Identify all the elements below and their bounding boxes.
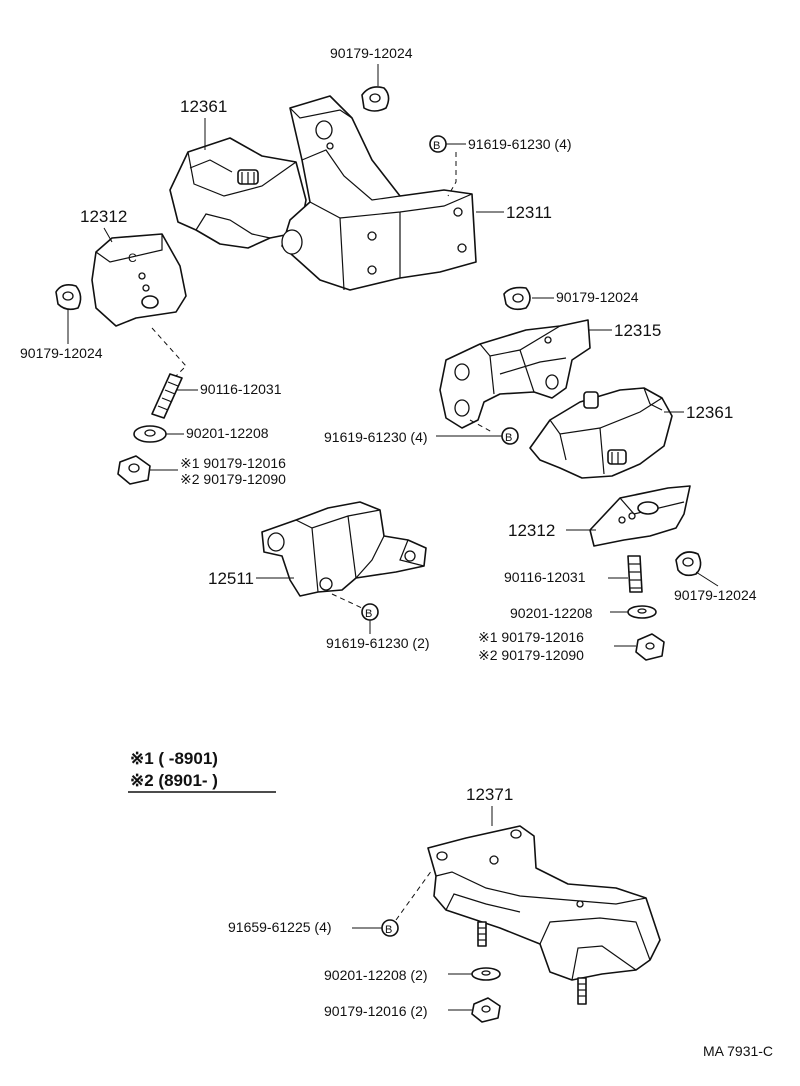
nut-left-lower: [117, 455, 151, 485]
label-90179-12024-mid: 90179-12024: [556, 289, 639, 305]
label-12511: 12511: [208, 569, 254, 588]
label-12371: 12371: [466, 785, 513, 804]
washer-bottom: [471, 967, 501, 981]
mount-12511: [261, 501, 427, 597]
nut-top: [361, 86, 390, 112]
svg-text:B: B: [433, 140, 440, 152]
label-90179-12024-left: 90179-12024: [20, 345, 103, 361]
stud-left: [151, 373, 183, 419]
svg-text:B: B: [505, 432, 512, 444]
label-90201-12208-right: 90201-12208: [510, 605, 593, 621]
label-90179-12016-bottom: 90179-12016 (2): [324, 1003, 428, 1019]
svg-text:C: C: [128, 251, 137, 265]
bolt-marker-low: B: [361, 603, 379, 621]
insulator-12312-left: C: [91, 233, 187, 327]
label-90179-12024-top: 90179-12024: [330, 45, 413, 61]
bolt-marker-mid: B: [501, 427, 519, 445]
label-s2-left: ※2 90179-12090: [180, 471, 286, 487]
bracket-12311: [281, 95, 477, 291]
svg-text:B: B: [365, 608, 372, 620]
nut-bottom: [471, 997, 501, 1023]
bolt-marker-top: B: [429, 135, 447, 153]
label-12361-top: 12361: [180, 97, 227, 116]
legend-line-2: ※2 (8901- ): [130, 771, 218, 790]
label-91659-61225: 91659-61225 (4): [228, 919, 332, 935]
label-90201-12208-bottom: 90201-12208 (2): [324, 967, 428, 983]
label-91619-61230-low: 91619-61230 (2): [326, 635, 430, 651]
label-90201-12208-left: 90201-12208: [186, 425, 269, 441]
nut-right-lower: [635, 633, 665, 661]
svg-text:B: B: [385, 924, 392, 936]
nut-left: [55, 284, 82, 311]
footer-code: MA 7931-C: [703, 1043, 773, 1059]
label-90116-12031-left: 90116-12031: [200, 381, 282, 397]
legend-line-1: ※1 ( -8901): [130, 749, 218, 768]
nut-mid: [503, 286, 531, 311]
nut-right: [675, 551, 702, 577]
crossmember-12371: [427, 825, 661, 1005]
label-s2-right: ※2 90179-12090: [478, 647, 584, 663]
label-12311: 12311: [506, 203, 552, 222]
label-12312-left: 12312: [80, 207, 127, 226]
insulator-12361-right: [529, 387, 673, 479]
label-12312-right: 12312: [508, 521, 555, 540]
label-90179-12024-right: 90179-12024: [674, 587, 757, 603]
bolt-marker-bottom: B: [381, 919, 399, 937]
washer-left: [133, 425, 167, 443]
stud-right: [627, 555, 643, 593]
label-91619-61230-top: 91619-61230 (4): [468, 136, 572, 152]
label-12361-right: 12361: [686, 403, 733, 422]
label-90116-12031-right: 90116-12031: [504, 569, 586, 585]
label-s1-left: ※1 90179-12016: [180, 455, 286, 471]
legend: ※1 ( -8901) ※2 (8901- ): [128, 749, 276, 793]
insulator-12361-top: [169, 137, 307, 249]
insulator-12312-right: [589, 485, 691, 547]
label-12315: 12315: [614, 321, 661, 340]
washer-right: [627, 605, 657, 619]
bracket-12315: [439, 319, 591, 429]
label-91619-61230-mid: 91619-61230 (4): [324, 429, 428, 445]
label-s1-right: ※1 90179-12016: [478, 629, 584, 645]
